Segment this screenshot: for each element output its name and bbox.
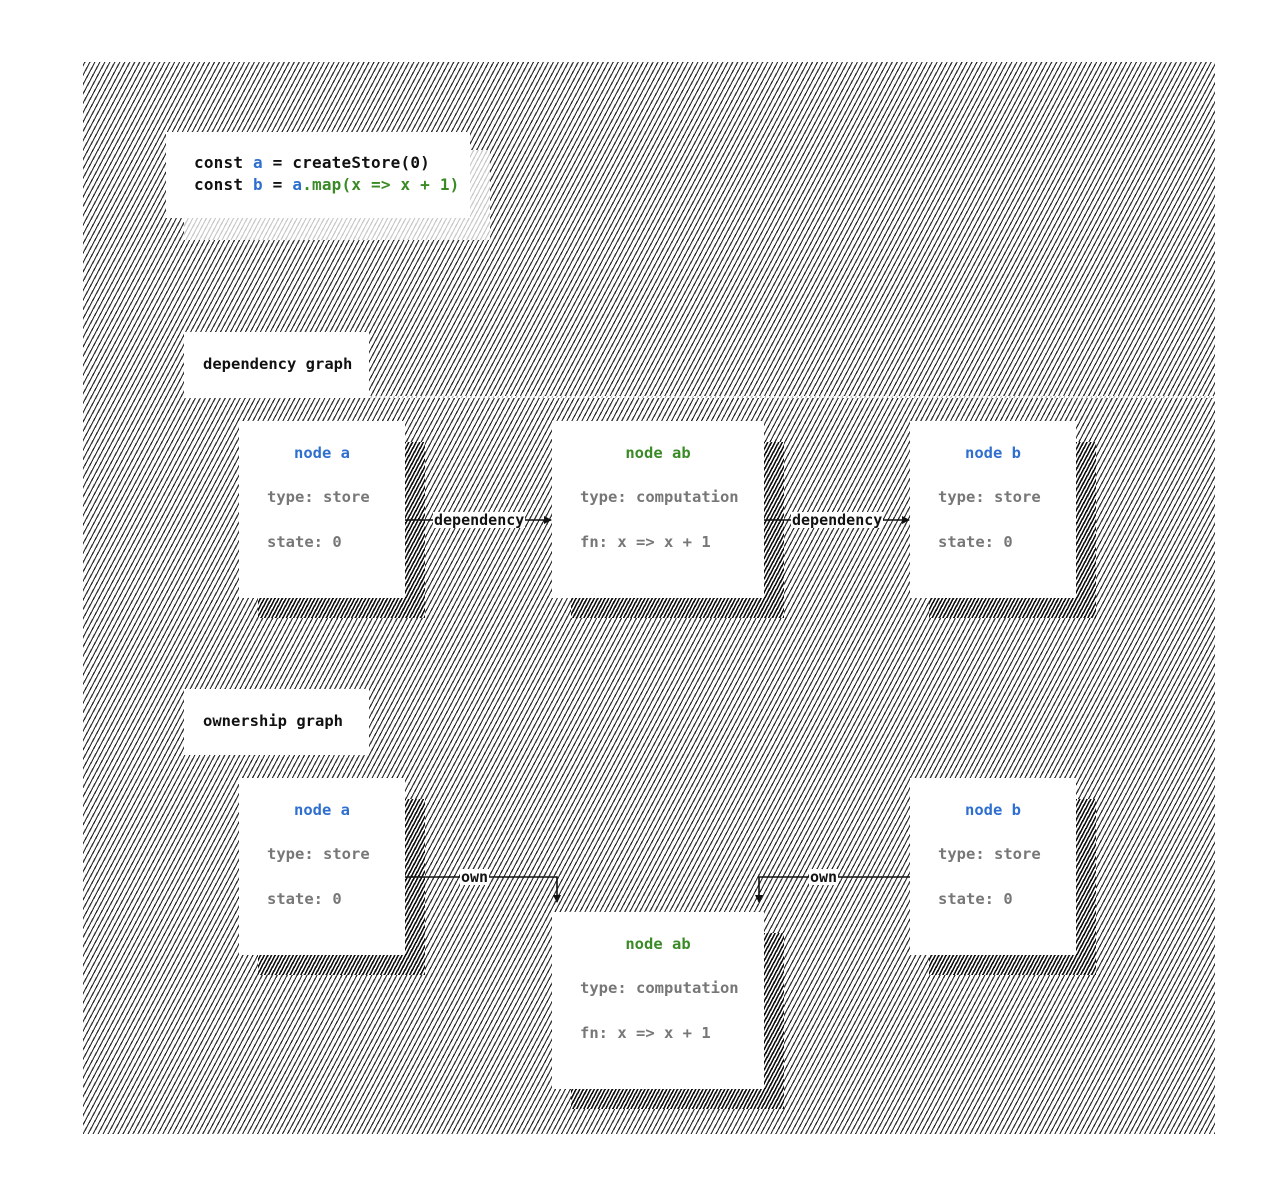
- code-line-2: const b = a.map(x => x + 1): [194, 175, 460, 194]
- dep-node-b-shadow-bottom: [929, 598, 1096, 618]
- own-node-ab-type: type: computation: [580, 979, 739, 997]
- dep-node-b: node b type: store state: 0: [910, 421, 1076, 598]
- own-node-ab-title: node ab: [625, 935, 691, 953]
- own-node-b: node b type: store state: 0: [910, 778, 1076, 955]
- own-node-ab-shadow-bottom: [571, 1089, 784, 1109]
- own-edge-a-ab: [405, 876, 561, 903]
- dep-edge-ab-b-label: dependency: [791, 511, 884, 529]
- own-edge-b-ab: [755, 876, 910, 903]
- code-line-1: const a = createStore(0): [194, 153, 431, 172]
- own-node-a: node a type: store state: 0: [239, 778, 405, 955]
- dep-node-a-type: type: store: [267, 488, 370, 506]
- ownership-graph-label-box: [184, 689, 369, 755]
- dep-node-a-state: state: 0: [267, 533, 342, 551]
- code-var-a: a: [253, 153, 263, 172]
- own-node-ab-shadow-right: [764, 933, 784, 1109]
- dep-node-a-title: node a: [294, 444, 350, 462]
- own-node-b-shadow-bottom: [929, 955, 1096, 975]
- code-panel: [166, 132, 470, 218]
- dep-node-ab-title: node ab: [625, 444, 691, 462]
- dependency-graph-label: dependency graph: [203, 355, 353, 373]
- dep-node-ab-fn: fn: x => x + 1: [580, 533, 711, 551]
- dep-node-b-state: state: 0: [938, 533, 1013, 551]
- own-edge-b-ab-label: own: [809, 868, 839, 886]
- own-node-a-shadow-bottom: [258, 955, 425, 975]
- dep-node-ab-shadow-right: [764, 442, 784, 618]
- own-node-a-type: type: store: [267, 845, 370, 863]
- dep-node-b-shadow-right: [1076, 442, 1096, 618]
- dep-node-ab-type: type: computation: [580, 488, 739, 506]
- ownership-graph-label: ownership graph: [203, 712, 343, 730]
- dep-node-a: node a type: store state: 0: [239, 421, 405, 598]
- code-map-call: .map(x => x + 1): [302, 175, 460, 194]
- own-node-ab: node ab type: computation fn: x => x + 1: [552, 912, 764, 1089]
- dep-node-ab: node ab type: computation fn: x => x + 1: [552, 421, 764, 598]
- own-node-a-state: state: 0: [267, 890, 342, 908]
- dep-node-b-type: type: store: [938, 488, 1041, 506]
- own-edge-a-ab-label: own: [460, 868, 490, 886]
- own-node-b-shadow-right: [1076, 799, 1096, 975]
- dep-node-a-shadow-bottom: [258, 598, 425, 618]
- dep-node-a-shadow-right: [405, 442, 425, 618]
- code-var-b: b: [253, 175, 263, 194]
- own-node-b-type: type: store: [938, 845, 1041, 863]
- own-node-a-shadow-right: [405, 799, 425, 975]
- own-node-a-title: node a: [294, 801, 350, 819]
- own-node-b-state: state: 0: [938, 890, 1013, 908]
- dependency-label-shadow: [184, 396, 1214, 398]
- code-ref-a: a: [292, 175, 303, 194]
- own-node-ab-fn: fn: x => x + 1: [580, 1024, 711, 1042]
- dep-node-ab-shadow-bottom: [571, 598, 784, 618]
- own-node-b-title: node b: [965, 801, 1021, 819]
- dependency-graph-label-box: [184, 332, 369, 398]
- dep-node-b-title: node b: [965, 444, 1021, 462]
- dep-edge-a-ab-label: dependency: [433, 511, 526, 529]
